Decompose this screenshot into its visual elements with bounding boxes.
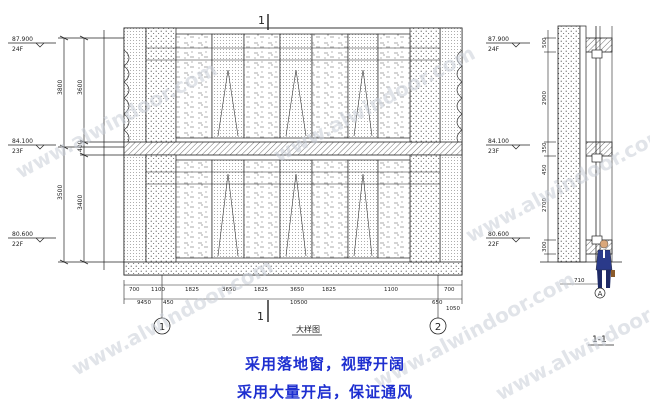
section-dim: 300: [542, 241, 548, 252]
section-mark-label: 1: [258, 14, 265, 27]
grid-bubble: 2: [429, 317, 447, 335]
dim-top: 1100: [151, 287, 165, 293]
section-dimension-lines: [544, 30, 556, 262]
dim-mid: 9450: [137, 300, 151, 306]
section-level-markers: 87.900 24F 84.100 23F 80.600 22F: [486, 36, 530, 248]
level-marker: 80.600 22F: [8, 231, 56, 248]
section-dimension-texts: 500 2900 350 450 2700 300: [542, 37, 548, 252]
level-elevation: 80.600: [12, 231, 33, 238]
level-floor: 24F: [488, 46, 500, 53]
dim-mid: 650: [432, 300, 443, 306]
dim-inner: 400: [77, 140, 84, 152]
grid-label: 2: [435, 322, 441, 333]
grid-bubble: 1: [153, 317, 171, 335]
level-elevation: 80.600: [488, 231, 509, 238]
elevation-title: 大样图: [292, 324, 322, 336]
section-bottom-dim-text: 710: [574, 278, 585, 284]
section-cut-mark: 1 1: [257, 14, 269, 323]
section-dim: 2700: [542, 198, 548, 212]
section-title: 1-1: [588, 335, 614, 346]
bottom-dimension-lines: [123, 280, 463, 304]
dim-top: 3650: [222, 287, 236, 293]
level-floor: 23F: [488, 148, 500, 155]
bottom-dims-mid-row: 9450 450 10500 650 1050: [137, 300, 460, 312]
section-mark-label: 1: [257, 310, 264, 323]
section-title-text: 1-1: [592, 335, 607, 345]
dim-outer: 3800: [57, 80, 64, 95]
dim-top: 700: [444, 287, 455, 293]
section-wall: [540, 25, 622, 263]
window-bays: [145, 27, 441, 263]
level-floor: 23F: [12, 148, 24, 155]
left-dimension-texts: 3800 3500 3600 400 3400: [57, 80, 84, 210]
mullions: [146, 47, 440, 185]
dim-mid: 1050: [446, 306, 460, 312]
level-marker: 87.900 24F: [486, 36, 530, 53]
level-floor: 22F: [12, 241, 24, 248]
level-floor: 24F: [12, 46, 24, 53]
section-grid-label: A: [598, 290, 603, 298]
dim-top: 1825: [185, 287, 199, 293]
opening-sash-marks: [217, 69, 373, 257]
caption-line-2: 采用大量开启，保证通风: [236, 383, 413, 401]
level-elevation: 84.100: [488, 138, 509, 145]
dim-mid: 10500: [290, 300, 308, 306]
grid-label: 1: [159, 322, 165, 333]
level-elevation: 84.100: [12, 138, 33, 145]
dim-top: 700: [129, 287, 140, 293]
left-dimension-lines: [58, 30, 124, 270]
section-dim: 2900: [542, 91, 548, 105]
dim-outer: 3500: [57, 185, 64, 200]
level-elevation: 87.900: [12, 36, 33, 43]
section-grid-bubble: A: [594, 287, 606, 299]
elevation-drawing: 87.900 24F 84.100 23F 80.600 22F 3800 35…: [8, 14, 463, 336]
dim-mid: 450: [163, 300, 174, 306]
dim-top: 1100: [384, 287, 398, 293]
level-marker: 84.100 23F: [486, 138, 530, 155]
section-dim: 450: [542, 164, 548, 175]
section-dim: 350: [542, 142, 548, 153]
grid-axes: 1 2: [153, 275, 447, 335]
section-bottom-dim: 710: [560, 278, 600, 285]
dim-top: 1825: [254, 287, 268, 293]
level-marker: 84.100 23F: [8, 138, 56, 155]
level-elevation: 87.900: [488, 36, 509, 43]
section-drawing: 87.900 24F 84.100 23F 80.600 22F: [486, 25, 622, 346]
dim-top: 1825: [322, 287, 336, 293]
dim-inner: 3600: [77, 80, 84, 95]
person-figure: [595, 239, 615, 288]
level-floor: 22F: [488, 241, 500, 248]
section-dim: 500: [542, 37, 548, 48]
bottom-dims-top-row: 700 1100 1825 3650 1825 3650 1825 1100 7…: [129, 287, 455, 293]
dim-top: 3650: [290, 287, 304, 293]
elevation-title-text: 大样图: [296, 324, 320, 334]
dim-inner: 3400: [77, 195, 84, 210]
facade: [123, 27, 463, 276]
level-marker: 87.900 24F: [8, 36, 56, 53]
elevation-level-markers: 87.900 24F 84.100 23F 80.600 22F: [8, 36, 56, 248]
level-marker: 80.600 22F: [486, 231, 530, 248]
caption-line-1: 采用落地窗，视野开阔: [244, 355, 405, 373]
